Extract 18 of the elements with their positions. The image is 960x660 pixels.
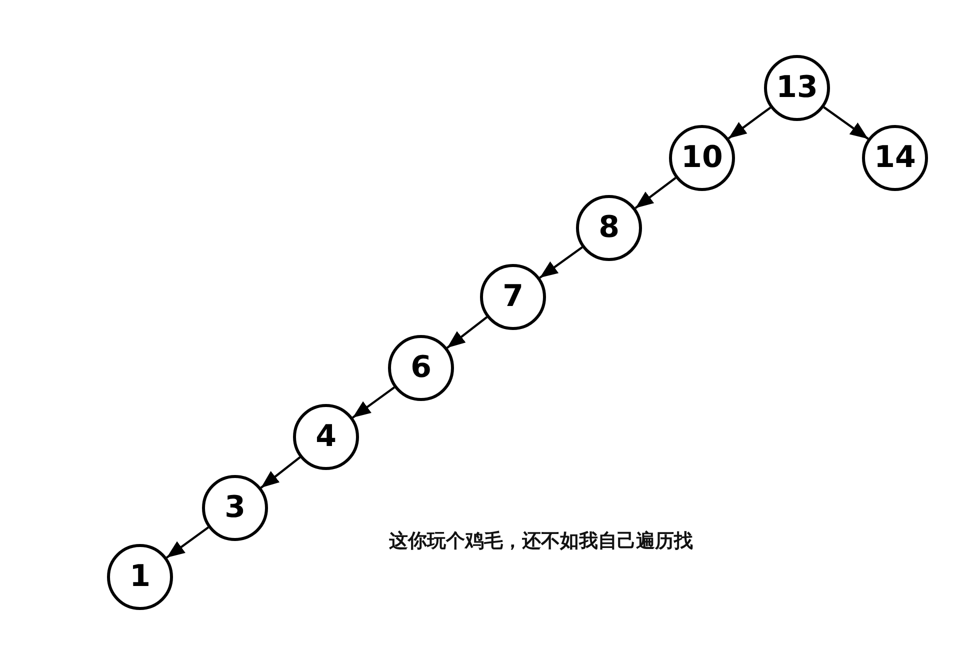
arrow (166, 526, 209, 558)
arrow (539, 246, 583, 279)
node-number: 13 (776, 73, 818, 103)
caption-text: 这你玩个鸡毛，还不如我自己遍历找 (389, 529, 693, 554)
arrow (728, 106, 772, 140)
arrow (446, 316, 488, 349)
node-number: 6 (410, 353, 432, 383)
node-number: 1 (130, 562, 150, 592)
node-number: 10 (681, 143, 723, 173)
node-number: 4 (316, 422, 336, 452)
node-number: 14 (874, 143, 916, 173)
arrow (260, 456, 301, 489)
node-number: 3 (224, 493, 246, 523)
node-number: 8 (598, 213, 620, 243)
arrow (634, 176, 676, 210)
arrow (352, 386, 395, 418)
node-number: 7 (502, 282, 524, 312)
arrow (823, 106, 869, 140)
